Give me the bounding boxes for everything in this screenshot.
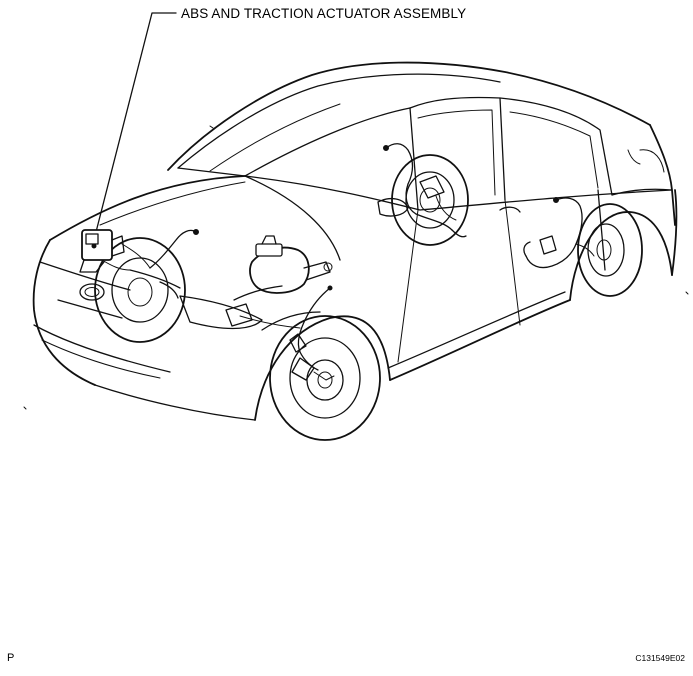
figure-id: C131549E02 [635, 653, 685, 663]
stray-marks [23, 125, 689, 410]
master-cylinder-booster [225, 235, 333, 329]
brake-lines-front [129, 229, 199, 299]
rear-right-wheel [577, 203, 643, 297]
front-left-wheel [94, 237, 186, 343]
callout-label-abs-actuator: ABS AND TRACTION ACTUATOR ASSEMBLY [181, 6, 467, 21]
car-body [32, 61, 678, 421]
rear-left-sensor-wire [383, 143, 467, 238]
abs-actuator-assembly [79, 229, 151, 273]
front-right-sensor-wire [289, 285, 335, 381]
front-right-wheel [269, 315, 381, 441]
rear-left-wheel [391, 154, 469, 246]
callout-leader-line [95, 12, 177, 233]
rear-right-sensor-wire [523, 197, 595, 269]
corner-letter: P [7, 652, 15, 664]
